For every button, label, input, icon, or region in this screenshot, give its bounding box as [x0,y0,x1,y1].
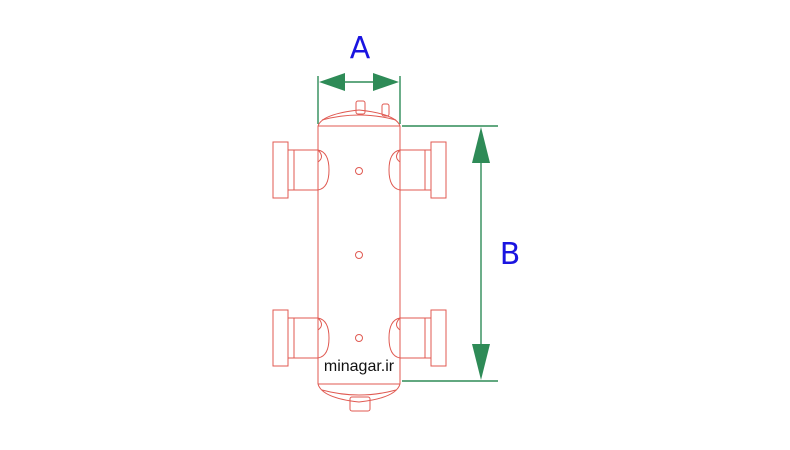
nozzle-top-right [388,141,447,199]
arrowhead-left [319,73,345,91]
sensor-port-middle [355,251,363,259]
arrowhead-right [373,73,399,91]
arrowhead-top [472,127,490,163]
vessel-body [317,109,401,403]
sensor-port-lower [355,334,363,342]
dimension-b-label: B [500,237,521,272]
watermark-text: minagar.ir [324,358,395,375]
bottom-drain [349,396,371,412]
nozzle-bottom-right [388,309,447,367]
nozzle-bottom-left [272,309,330,367]
dimension-b: B [402,125,521,382]
top-vent-right [381,103,390,117]
dimension-a-label: A [350,31,371,66]
arrowhead-bottom [472,344,490,380]
sensor-port-upper [355,167,363,175]
dimension-a: A [317,31,401,124]
top-vent-left [355,100,366,115]
nozzle-top-left [272,141,330,199]
